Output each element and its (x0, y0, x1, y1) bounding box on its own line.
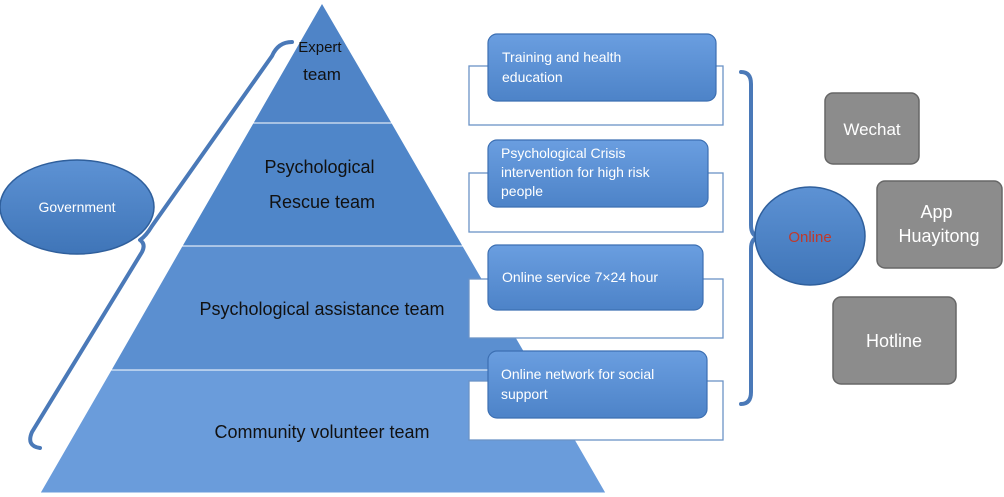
service-label-crisis: Psychological Crisis intervention for hi… (501, 145, 654, 199)
service-box-network (487, 350, 708, 419)
pyramid-layer-expert (252, 2, 393, 124)
channel-box-app (876, 180, 1003, 269)
left-brace (28, 40, 294, 450)
pyramid-label-assistance: Psychological assistance team (199, 299, 444, 319)
online-node: Online (754, 186, 866, 286)
online-label: Online (788, 229, 831, 246)
service-box-crisis (487, 139, 709, 208)
government-node: Government (0, 159, 155, 255)
channel-box-hotline (832, 296, 957, 385)
pyramid-label-expert: Expert team (298, 39, 346, 84)
service-label-training: Training and health education (502, 49, 625, 85)
channel-box-wechat (824, 92, 920, 165)
service-boxes: Training and health education Psychologi… (468, 33, 724, 441)
channel-label-hotline: Hotline (866, 331, 922, 351)
channel-boxes: Wechat App Huayitong Hotline (824, 92, 1003, 385)
pyramid-label-community: Community volunteer team (214, 422, 429, 442)
service-box-training (487, 33, 717, 102)
pyramid-layer-rescue (181, 122, 464, 247)
service-label-online-service: Online service 7×24 hour (502, 269, 658, 285)
pyramid-layer-community (39, 369, 607, 494)
pyramid-label-rescue: Psychological Rescue team (264, 157, 379, 212)
service-box-online-service (487, 244, 704, 311)
government-label: Government (38, 199, 115, 215)
pyramid: Expert team Psychological Rescue team Ps… (39, 2, 607, 494)
channel-label-wechat: Wechat (843, 120, 901, 139)
service-label-network: Online network for social support (501, 366, 658, 402)
channel-label-app: App Huayitong (898, 202, 979, 246)
